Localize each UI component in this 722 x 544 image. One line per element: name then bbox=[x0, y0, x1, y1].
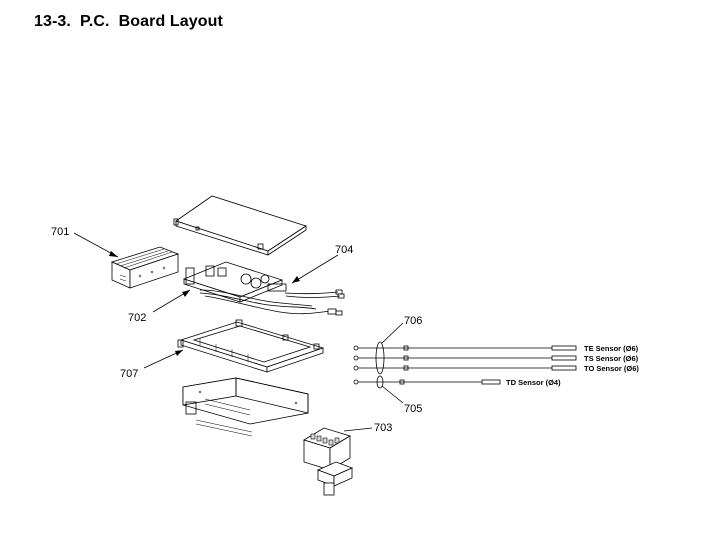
connector-703 bbox=[303, 427, 354, 496]
pc-board-702 bbox=[182, 261, 345, 316]
sensor-leads bbox=[353, 341, 577, 389]
sensor-label-td: TD Sensor (Ø4) bbox=[506, 378, 561, 387]
cover-plate bbox=[173, 195, 307, 256]
sensor-label-ts: TS Sensor (Ø6) bbox=[584, 354, 639, 363]
callout-702: 702 bbox=[128, 312, 146, 324]
sensor-label-te: TE Sensor (Ø6) bbox=[584, 344, 639, 353]
board-tray-707 bbox=[177, 319, 325, 373]
callout-701: 701 bbox=[51, 226, 69, 238]
sensor-label-to: TO Sensor (Ø6) bbox=[584, 364, 639, 373]
callout-707: 707 bbox=[120, 368, 138, 380]
callout-705: 705 bbox=[404, 403, 422, 415]
mounting-bracket bbox=[182, 377, 309, 437]
callout-704: 704 bbox=[335, 244, 353, 256]
callout-706: 706 bbox=[404, 315, 422, 327]
callout-703: 703 bbox=[374, 422, 392, 434]
terminal-rail-701 bbox=[110, 246, 180, 289]
page-title: 13-3. P.C. Board Layout bbox=[34, 13, 223, 30]
leader-lines bbox=[73, 232, 404, 432]
